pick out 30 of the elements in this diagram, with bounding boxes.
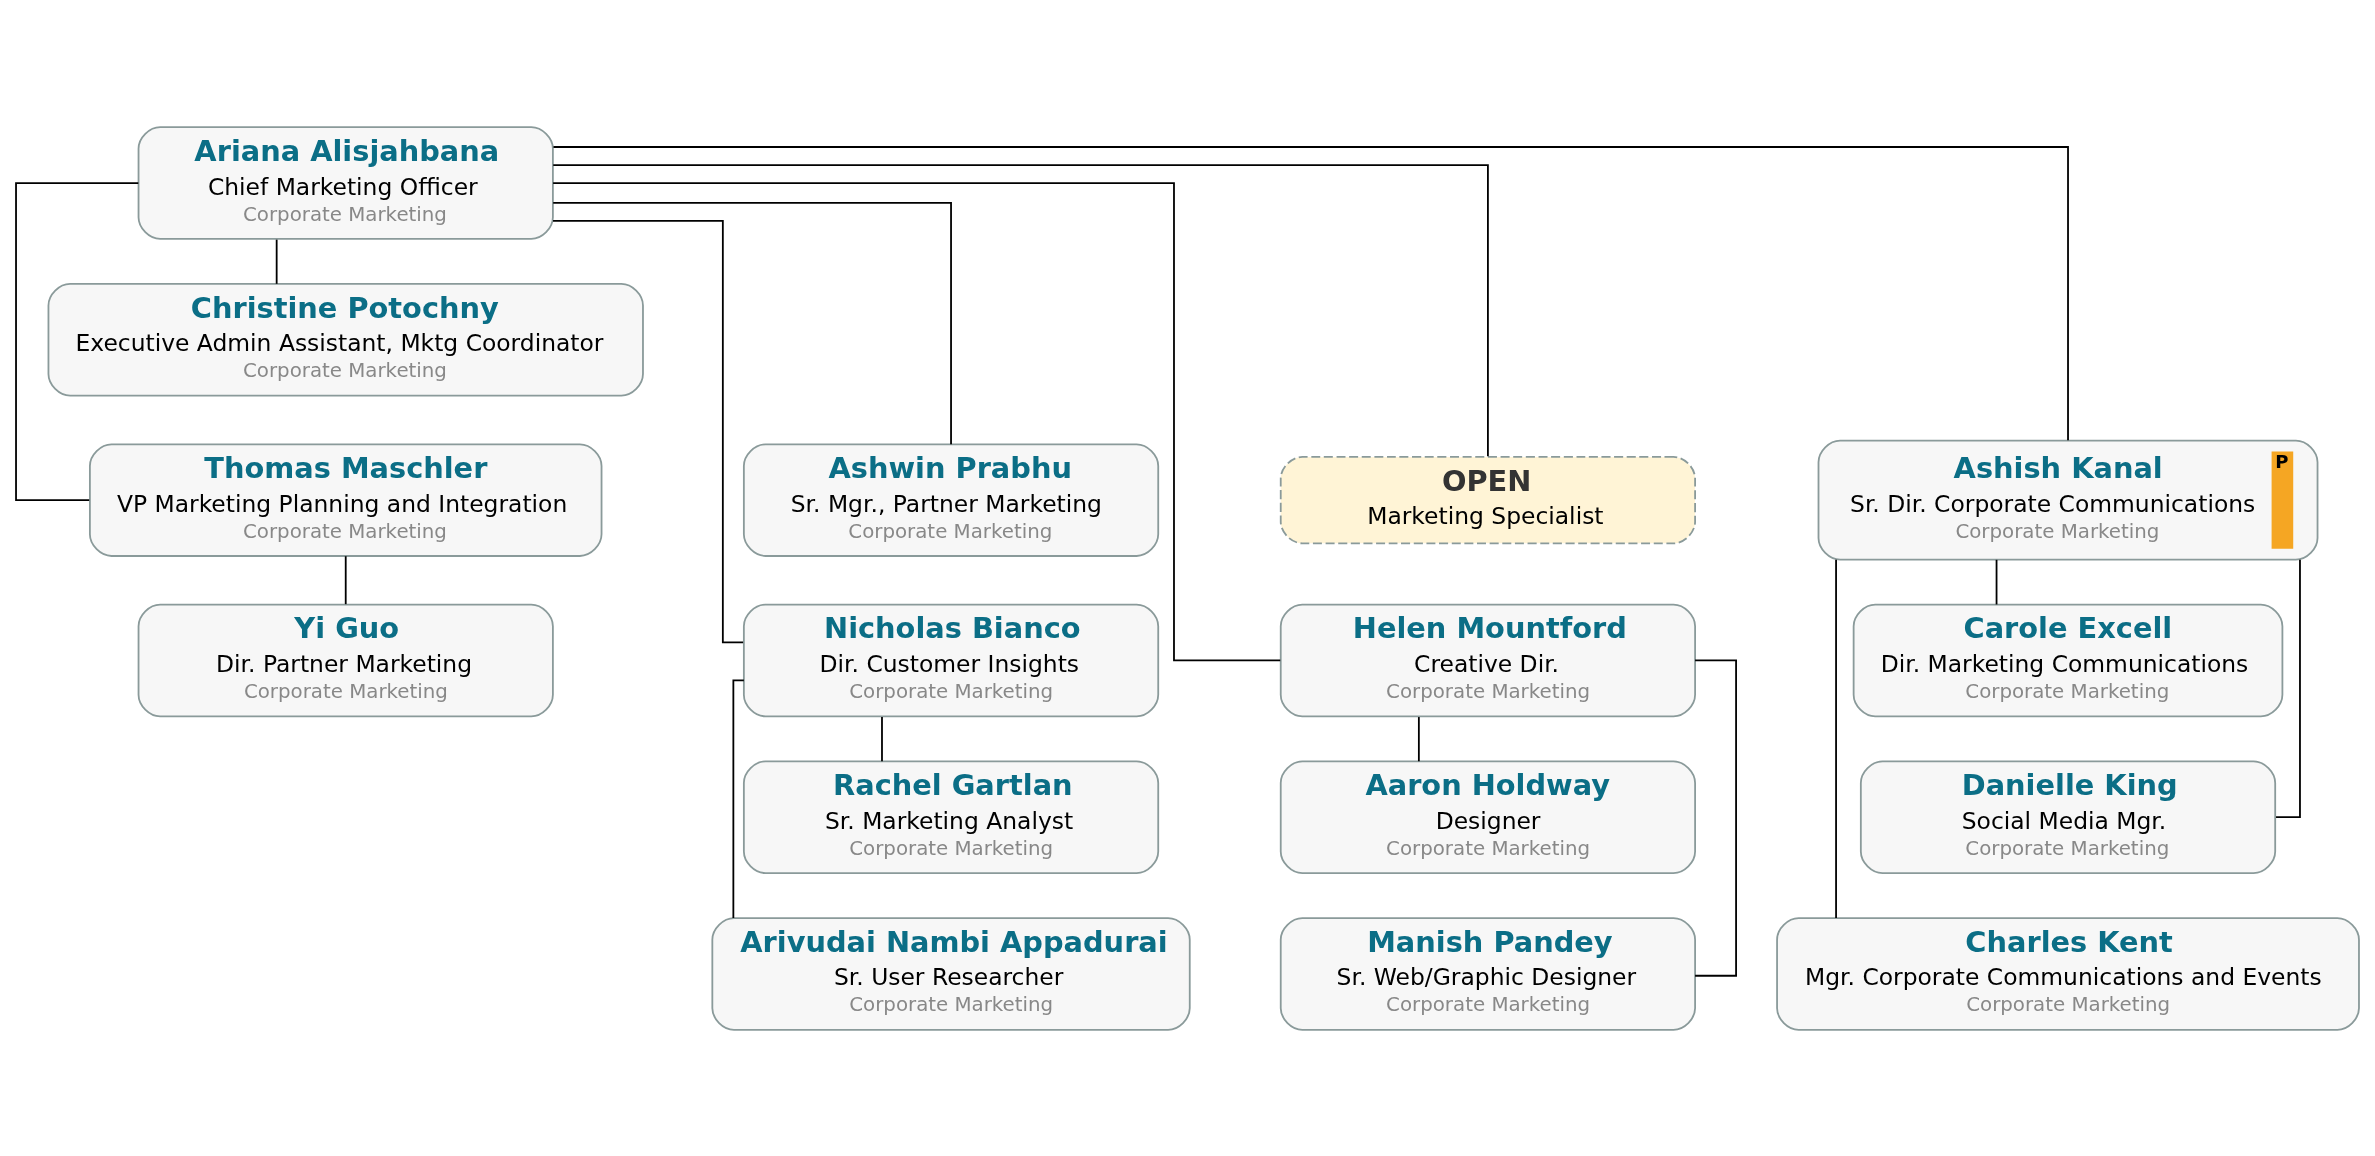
connector bbox=[1417, 715, 1420, 762]
node-box: Rachel Gartlan Sr. Marketing Analyst Corporate Marketing bbox=[742, 759, 1160, 874]
node-box: Yi Guo Dir. Partner Marketing Corporate Marketing bbox=[137, 603, 554, 717]
connector bbox=[15, 181, 140, 501]
node-box: Danielle King Social Media Mgr. Corporate Marketing bbox=[1859, 759, 2277, 874]
connector bbox=[552, 163, 1489, 457]
connector bbox=[1995, 558, 1998, 605]
node-box: Carole Excell Dir. Marketing Communications Corporate Marketing bbox=[1852, 603, 2284, 717]
connector bbox=[552, 145, 2069, 441]
connector bbox=[275, 238, 278, 285]
connector bbox=[552, 219, 744, 643]
node-box: Manish Pandey Sr. Web/Graphic Designer Corporate Marketing bbox=[1279, 916, 1696, 1031]
node-box: Helen Mountford Creative Dir. Corporate Marketing bbox=[1279, 603, 1696, 717]
connector bbox=[552, 201, 952, 445]
node-box: Thomas Maschler VP Marketing Planning and Integration Corporate Marketing bbox=[89, 442, 603, 557]
node-box: OPEN Marketing Specialist bbox=[1279, 455, 1696, 544]
node-box: Aaron Holdway Designer Corporate Marketing bbox=[1279, 759, 1696, 874]
node-box: Ashwin Prabhu Sr. Mgr., Partner Marketing Corporate Marketing bbox=[742, 442, 1160, 557]
node-box: Christine Potochny Executive Admin Assistant, Mktg Coordinator Corporate Marketing bbox=[47, 282, 644, 397]
node-box: Arivudai Nambi Appadurai Sr. User Researcher Corporate Marketing bbox=[711, 916, 1191, 1031]
connector bbox=[552, 181, 1282, 661]
connector bbox=[344, 554, 347, 605]
node-box: Charles Kent Mgr. Corporate Communications and Events Corporate Marketing bbox=[1776, 916, 2360, 1031]
node-box: Nicholas Bianco Dir. Customer Insights Corporate Marketing bbox=[742, 603, 1160, 717]
connector bbox=[1835, 558, 1837, 919]
connector bbox=[732, 678, 745, 919]
connector bbox=[881, 715, 883, 762]
node-box: Ashish Kanal Sr. Dir. Corporate Communications Corporate Marketing P bbox=[1817, 439, 2319, 560]
connector bbox=[1694, 659, 1737, 977]
node-box: Ariana Alisjahbana Chief Marketing Officer Corporate Marketing bbox=[137, 125, 554, 240]
